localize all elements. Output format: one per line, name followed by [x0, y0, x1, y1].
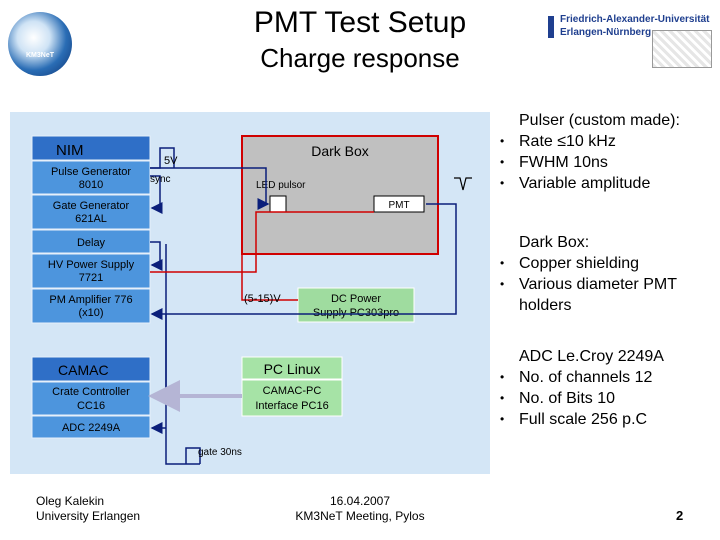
university-name-line2: Erlangen-Nürnberg	[560, 27, 652, 38]
page-number: 2	[676, 508, 684, 523]
bullet-item: •Variable amplitude	[500, 175, 651, 192]
camac-module-adc: ADC 2249A	[31, 415, 151, 439]
module-label: CC16	[77, 400, 105, 412]
nim-module-pulse-generator: Pulse Generator 8010	[31, 160, 151, 195]
footer-meeting-block: 16.04.2007 KM3NeT Meeting, Pylos	[260, 494, 460, 524]
bullet-heading: Pulser (custom made):	[519, 112, 680, 129]
footer-author: Oleg Kalekin	[36, 494, 105, 508]
dc-power-label: Supply PC303pro	[313, 307, 399, 319]
pmt-signal-line	[150, 203, 457, 320]
university-logo-bar	[548, 16, 554, 38]
voltage-range-label: (5-15)V	[244, 293, 281, 305]
bullet-item: •Rate ≤10 kHz	[500, 133, 616, 150]
module-label: Pulse Generator	[51, 166, 131, 178]
module-label: ADC 2249A	[62, 422, 121, 434]
dc-to-led-line	[241, 254, 298, 301]
university-name-line1: Friedrich-Alexander-Universität	[560, 14, 710, 25]
camac-header	[31, 356, 151, 382]
pc-interface-label: Interface PC16	[255, 400, 328, 412]
module-label: HV Power Supply	[48, 259, 135, 271]
led-pulsor	[269, 195, 287, 213]
pc-linux-label: PC Linux	[264, 361, 321, 377]
five-volt-label: 5V	[164, 155, 178, 167]
gate-out-line	[165, 244, 200, 465]
university-logo: Friedrich-Alexander-Universität Erlangen…	[548, 10, 714, 68]
negative-pulse-shape	[454, 177, 472, 191]
bullet-item: •FWHM 10ns	[500, 154, 608, 171]
dc-power-supply	[297, 287, 415, 323]
bullet-item: •Copper shielding	[500, 255, 640, 272]
nim-module-pm-amplifier: PM Amplifier 776 (x10)	[31, 288, 151, 324]
bullet-heading: Dark Box:	[519, 234, 590, 251]
five-volt-pulse-shape	[150, 147, 175, 169]
camac-module-crate-controller: Crate Controller CC16	[31, 381, 151, 416]
slide-subtitle: Charge response	[260, 43, 460, 73]
dark-box	[241, 135, 439, 255]
nim-module-delay: Delay	[31, 229, 151, 254]
gate-label: gate 30ns	[198, 447, 242, 458]
bullet-item: •Full scale 256 p.C	[500, 411, 648, 428]
pulser-bullets: Pulser (custom made): •Rate ≤10 kHz •FWH…	[500, 110, 720, 194]
nim-module-gate-generator: Gate Generator 621AL	[31, 194, 151, 230]
dc-power-label: DC Power	[331, 293, 381, 305]
bullet-item: •No. of Bits 10	[500, 390, 616, 407]
nim-header-label: NIM	[56, 142, 84, 159]
university-seal-icon	[652, 30, 712, 68]
footer-author-block: Oleg Kalekin University Erlangen	[36, 494, 140, 524]
camac-header-label: CAMAC	[58, 362, 109, 378]
module-label: Gate Generator	[53, 200, 130, 212]
bullet-item: •No. of channels 12	[500, 369, 653, 386]
footer-date: 16.04.2007	[329, 494, 391, 508]
module-label: 621AL	[75, 213, 107, 225]
led-pulsor-label: LED pulsor	[256, 180, 306, 191]
bullet-heading: ADC Le.Croy 2249A	[519, 348, 664, 365]
darkbox-bullets: Dark Box: •Copper shielding •Various dia…	[500, 232, 720, 316]
sync-line	[150, 175, 161, 208]
slide-title: PMT Test Setup	[253, 6, 467, 39]
pc-interface-card	[241, 379, 343, 417]
module-label: PM Amplifier 776	[49, 294, 132, 306]
nim-module-hv-supply: HV Power Supply 7721	[31, 253, 151, 289]
setup-diagram: NIM Pulse Generator 8010 Gate Generator …	[10, 112, 490, 474]
module-label: 8010	[79, 179, 103, 191]
sync-label: sync	[150, 174, 171, 185]
module-label: Delay	[77, 237, 106, 249]
km3net-logo: KM3NeT	[8, 12, 72, 76]
module-label: Crate Controller	[52, 386, 130, 398]
module-label: 7721	[79, 272, 103, 284]
dark-box-label: Dark Box	[311, 143, 369, 159]
logo-text: KM3NeT	[25, 52, 54, 59]
pmt-label: PMT	[388, 200, 409, 211]
pulse-to-led-line	[150, 167, 270, 210]
module-label: (x10)	[78, 307, 103, 319]
pmt-box	[373, 195, 425, 213]
bullet-item: •Various diameter PMT holders	[500, 276, 677, 314]
footer-affiliation: University Erlangen	[36, 509, 141, 523]
pc-interface-label: CAMAC-PC	[263, 385, 322, 397]
nim-header	[31, 135, 151, 161]
hv-line	[150, 211, 374, 273]
adc-bullets: ADC Le.Croy 2249A •No. of channels 12 •N…	[500, 346, 720, 430]
footer-meeting: KM3NeT Meeting, Pylos	[295, 509, 425, 523]
pc-linux-header	[241, 356, 343, 380]
gate-pulse-shape	[185, 447, 201, 464]
delay-line	[150, 241, 163, 271]
